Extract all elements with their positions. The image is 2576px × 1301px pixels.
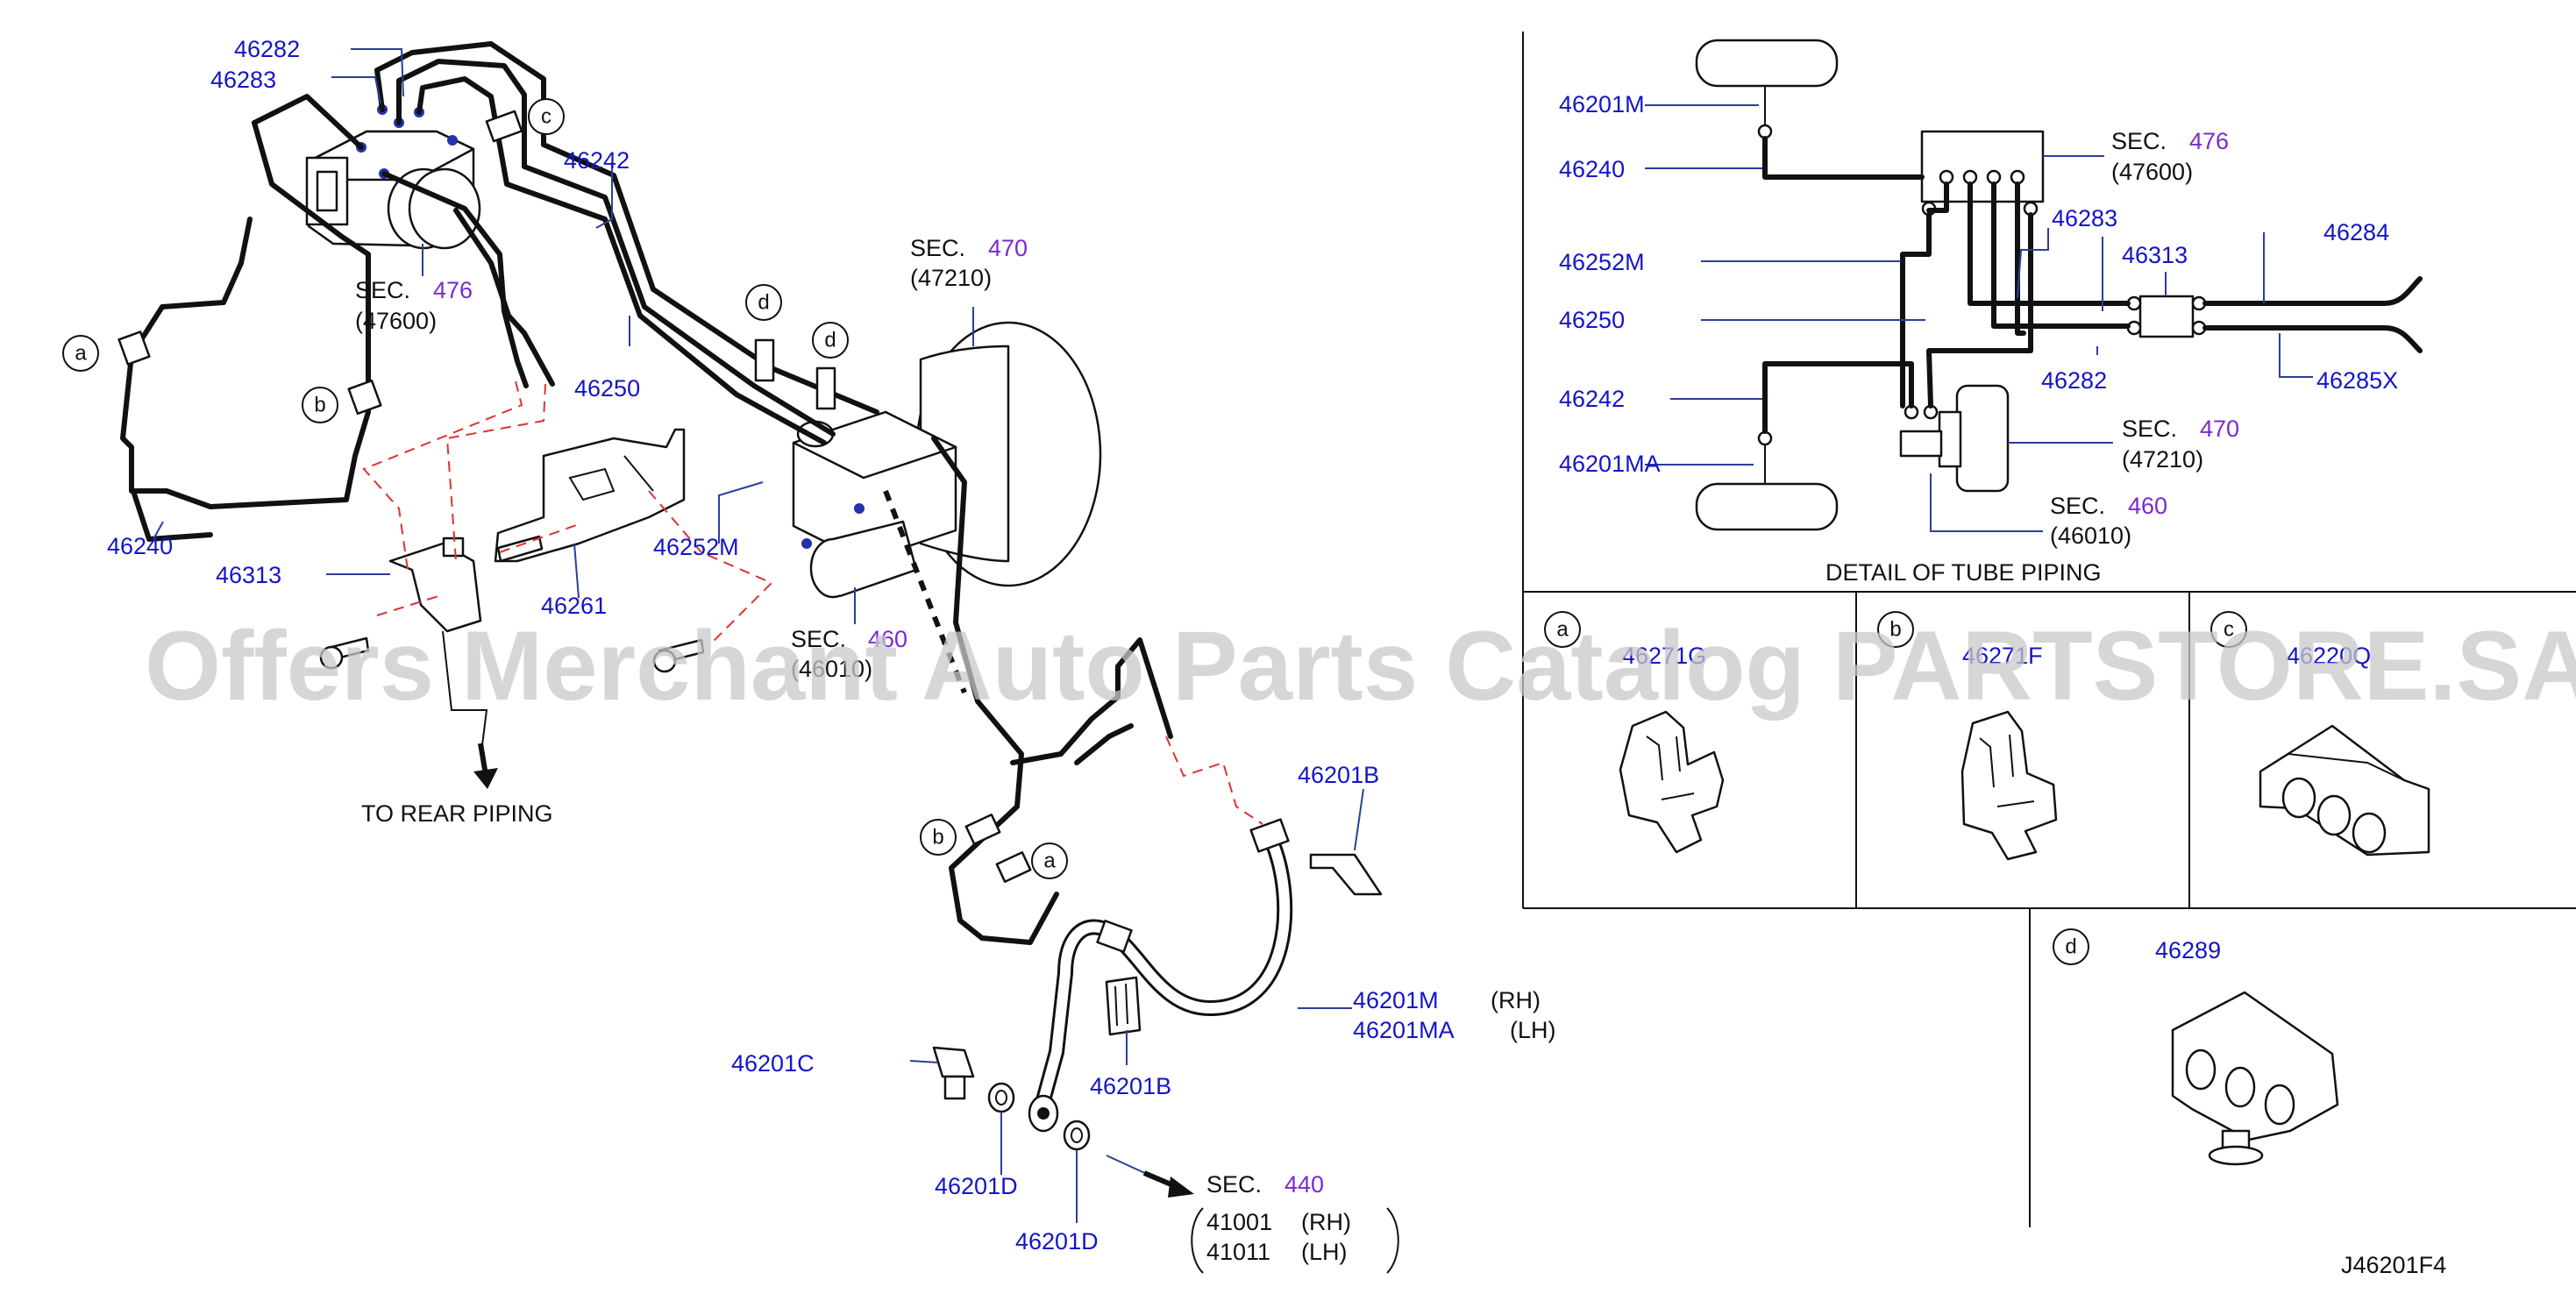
label-46261: 46261	[541, 593, 607, 619]
detail-46284: 46284	[2323, 219, 2389, 245]
detail-panel-frame	[1522, 32, 2576, 1227]
arrow-to-rear	[442, 630, 498, 789]
label-46201D-right: 46201D	[1015, 1228, 1099, 1255]
detail-sec460-code: (46010)	[2050, 523, 2131, 549]
arrow-to-sec440	[1106, 1155, 1194, 1198]
label-sec476-num: 476	[433, 277, 473, 303]
reference-dashes	[362, 380, 1263, 825]
bubble-d-1: d	[758, 291, 769, 315]
label-sec460-code: (46010)	[791, 656, 872, 682]
inset-c-label: c	[2224, 618, 2234, 642]
inset-c: c 46220Q	[2210, 611, 2430, 857]
inset-a-label: a	[1556, 618, 1569, 642]
label-rh: (RH)	[1491, 987, 1541, 1013]
leader-lines	[153, 48, 1364, 1223]
detail-sec470-code: (47210)	[2122, 446, 2203, 473]
detail-sec460-sec: SEC.	[2050, 493, 2105, 519]
label-46242: 46242	[564, 147, 630, 174]
label-46201MA: 46201MA	[1353, 1017, 1455, 1043]
label-sec440-sec: SEC.	[1206, 1171, 1262, 1198]
label-sec460-sec: SEC.	[791, 626, 846, 652]
detail-sec476-sec: SEC.	[2111, 128, 2167, 154]
label-to-rear-piping: TO REAR PIPING	[361, 800, 553, 827]
label-46252M: 46252M	[653, 534, 739, 560]
bubble-a-2: a	[1043, 850, 1056, 873]
detail-46313: 46313	[2122, 242, 2188, 268]
label-46313: 46313	[216, 562, 281, 588]
inset-b-part: 46271F	[1962, 643, 2043, 669]
inset-d-part: 46289	[2155, 937, 2221, 963]
inset-b: b 46271F	[1877, 611, 2058, 861]
union-bolt-46201C	[932, 1046, 975, 1100]
label-sec460-num: 460	[868, 626, 907, 652]
detail-sec476-num: 476	[2189, 128, 2229, 154]
detail-46252M: 46252M	[1559, 249, 1645, 275]
label-46283: 46283	[210, 67, 276, 93]
tube-piping-detail: 46201M 46240 46252M 46250 46242 46201MA …	[1559, 39, 2423, 586]
diagram-code: J46201F4	[2341, 1252, 2446, 1278]
label-sec476-sec: SEC.	[355, 277, 410, 303]
label-sec470-num: 470	[988, 235, 1028, 261]
label-46282: 46282	[234, 36, 300, 62]
label-46201D-left: 46201D	[935, 1173, 1018, 1199]
detail-46283: 46283	[2052, 205, 2117, 231]
watermark: Offers Merchant Auto Parts Catalog PARTS…	[145, 611, 2576, 721]
inset-b-label: b	[1889, 618, 1901, 642]
label-sec470-code: (47210)	[910, 265, 992, 291]
bubbles-main: a b c d d b a	[62, 98, 1068, 879]
label-lh: (LH)	[1510, 1017, 1556, 1043]
abs-actuator	[305, 104, 481, 250]
bubble-d-2: d	[824, 329, 836, 352]
label-41011: 41011	[1206, 1239, 1270, 1265]
label-sec476-code: (47600)	[355, 308, 437, 334]
bolts	[319, 535, 705, 673]
label-sec470-sec: SEC.	[910, 235, 965, 261]
main-labels: 46282 46283 46242 SEC. 476 (47600) 46250…	[107, 36, 1556, 1274]
detail-46250: 46250	[1559, 307, 1625, 333]
detail-46201MA: 46201MA	[1559, 451, 1661, 477]
hose-bracket-46201B	[1105, 853, 1383, 1036]
bracket-right	[1386, 1207, 1399, 1274]
label-sec440-num: 440	[1284, 1171, 1324, 1198]
bubble-b-2: b	[932, 826, 943, 850]
detail-sec470-sec: SEC.	[2122, 416, 2177, 442]
detail-sec476-code: (47600)	[2111, 159, 2193, 185]
bubble-b-1: b	[314, 394, 325, 417]
flex-hose-46201M	[1028, 818, 1293, 1133]
tube-clips	[117, 110, 1032, 883]
label-46201B-bottom: 46201B	[1090, 1073, 1171, 1099]
label-46201C: 46201C	[731, 1050, 815, 1077]
detail-title: DETAIL OF TUBE PIPING	[1825, 559, 2102, 586]
inset-d: d 46289	[2053, 928, 2339, 1166]
detail-sec470-num: 470	[2200, 416, 2239, 442]
inset-a: a 46271G	[1544, 611, 1725, 854]
label-41001-side: (RH)	[1301, 1209, 1351, 1235]
label-46201M: 46201M	[1353, 987, 1439, 1013]
label-41001: 41001	[1206, 1209, 1272, 1235]
label-46250: 46250	[574, 375, 640, 402]
label-41011-side: (LH)	[1301, 1239, 1348, 1265]
bracket-46261	[494, 428, 686, 563]
detail-46242: 46242	[1559, 386, 1625, 412]
bubble-a-1: a	[75, 342, 87, 366]
bubble-c-1: c	[541, 105, 551, 129]
inset-a-part: 46271G	[1622, 643, 1706, 669]
connector-46313	[388, 537, 482, 633]
label-46240: 46240	[107, 533, 173, 559]
inset-c-part: 46220Q	[2287, 643, 2371, 669]
bracket-left	[1191, 1207, 1204, 1274]
detail-46240: 46240	[1559, 156, 1625, 182]
detail-sec460-num: 460	[2128, 493, 2167, 519]
detail-46285X: 46285X	[2316, 367, 2398, 394]
inset-d-label: d	[2065, 935, 2076, 959]
detail-46201M: 46201M	[1559, 91, 1645, 117]
detail-46282: 46282	[2041, 367, 2107, 394]
label-46201B-top: 46201B	[1298, 762, 1379, 788]
